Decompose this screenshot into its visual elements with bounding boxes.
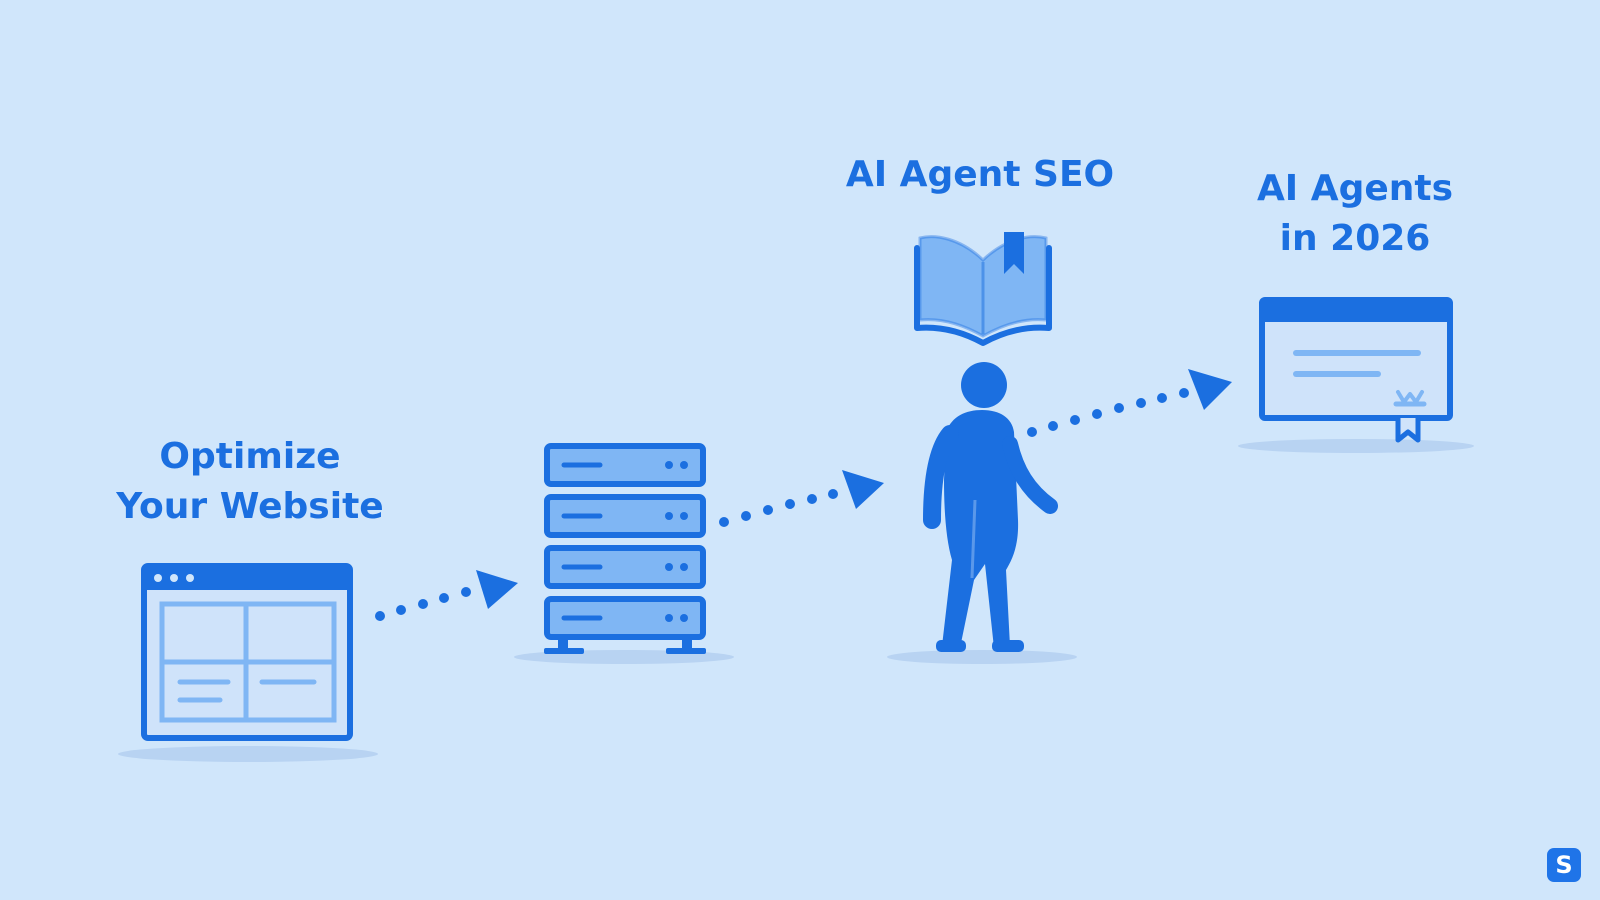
- dotted-arrow-3: [1027, 369, 1232, 437]
- label-optimize-website: Optimize Your Website: [105, 432, 395, 532]
- label-agents-line2: in 2026: [1279, 218, 1431, 259]
- label-ai-agent-seo: AI Agent SEO: [820, 150, 1140, 200]
- dotted-arrow-2: [719, 470, 884, 527]
- open-book-icon: [914, 232, 1052, 346]
- dotted-arrow-1: [375, 570, 518, 621]
- certificate-icon: [1259, 297, 1453, 443]
- website-window-icon: [141, 563, 353, 741]
- label-optimize-line2: Your Website: [116, 486, 384, 527]
- label-optimize-line1: Optimize: [159, 436, 341, 477]
- label-agents-line1: AI Agents: [1256, 168, 1454, 209]
- label-ai-agents-2026: AI Agents in 2026: [1220, 164, 1490, 264]
- server-rack-icon: [544, 443, 706, 654]
- person-icon: [923, 362, 1058, 652]
- brand-logo-icon: S: [1547, 848, 1581, 882]
- label-seo-line1: AI Agent SEO: [845, 154, 1115, 195]
